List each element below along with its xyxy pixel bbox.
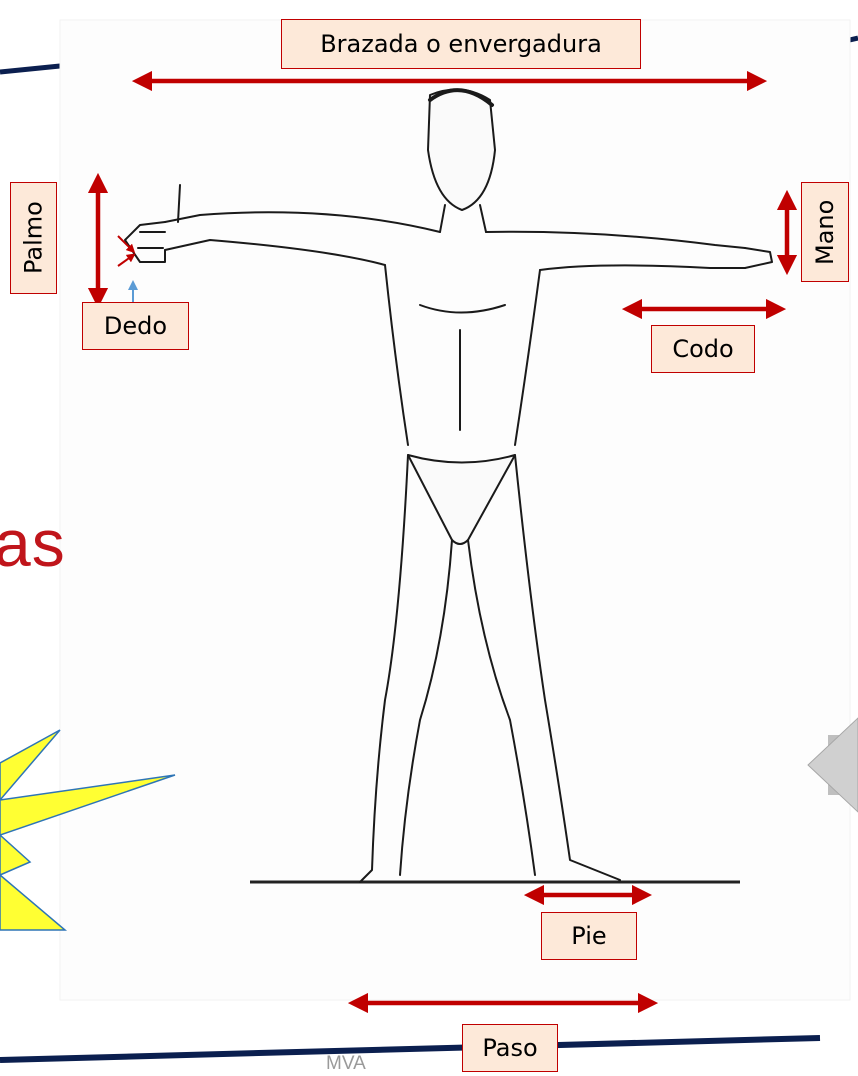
slide-title-fragment: as	[0, 505, 66, 581]
paso-label: Paso	[462, 1024, 558, 1072]
pie-label: Pie	[541, 912, 637, 960]
footer-text: MVA	[326, 1053, 366, 1075]
bottom-navy-line	[0, 1038, 820, 1060]
codo-label: Codo	[651, 325, 755, 373]
brazada-label: Brazada o envergadura	[281, 19, 641, 69]
dedo-label: Dedo	[82, 302, 189, 350]
mano-label: Mano	[801, 182, 849, 282]
palmo-label: Palmo	[10, 182, 57, 294]
top-left-line	[0, 66, 60, 72]
